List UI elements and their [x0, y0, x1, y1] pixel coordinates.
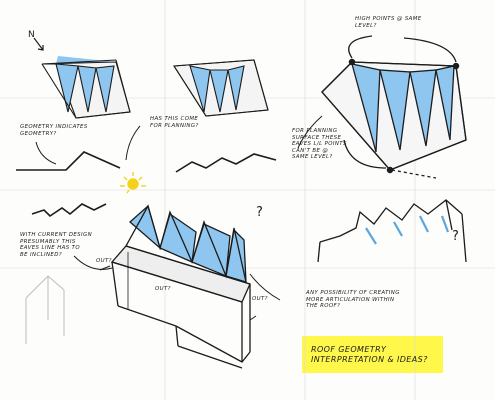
note-out-a: OUT? [96, 258, 112, 264]
note-out-b: OUT? [155, 286, 171, 292]
sheet-title: ROOF GEOMETRY INTERPRETATION & IDEAS? [311, 345, 428, 364]
question-mark-section: ? [452, 229, 460, 244]
roof-model-small-1 [41, 56, 131, 119]
north-label: N [28, 30, 36, 40]
note-has-this-come: HAS THIS COME FOR PLANNING? [150, 116, 199, 129]
note-geometry-indicates: GEOMETRY INDICATES GEOMETRY? [20, 124, 88, 137]
roof-model-small-2 [173, 59, 269, 117]
roof-section-articulated [317, 199, 467, 263]
note-for-planning-surface: FOR PLANNING SURFACE THESE EAVES L/L POI… [292, 128, 347, 161]
title-highlight [302, 336, 443, 373]
sun-icon [120, 172, 146, 194]
note-high-points: HIGH POINTS @ SAME LEVEL? [355, 16, 422, 29]
note-current-design: WITH CURRENT DESIGN PRESUMABLY THIS EAVE… [20, 232, 93, 258]
building-ghost [25, 275, 65, 344]
light-arrows [365, 215, 450, 245]
question-mark-building: ? [256, 205, 264, 220]
annotation-leaders [35, 115, 323, 321]
building-perspective [110, 204, 251, 369]
section-lines-left [16, 151, 277, 218]
note-articulation: ANY POSSIBILITY OF CREATING MORE ARTICUL… [306, 290, 400, 310]
roof-model-large [321, 35, 467, 179]
north-arrow-icon [33, 37, 44, 51]
note-out-c: OUT? [252, 296, 268, 302]
